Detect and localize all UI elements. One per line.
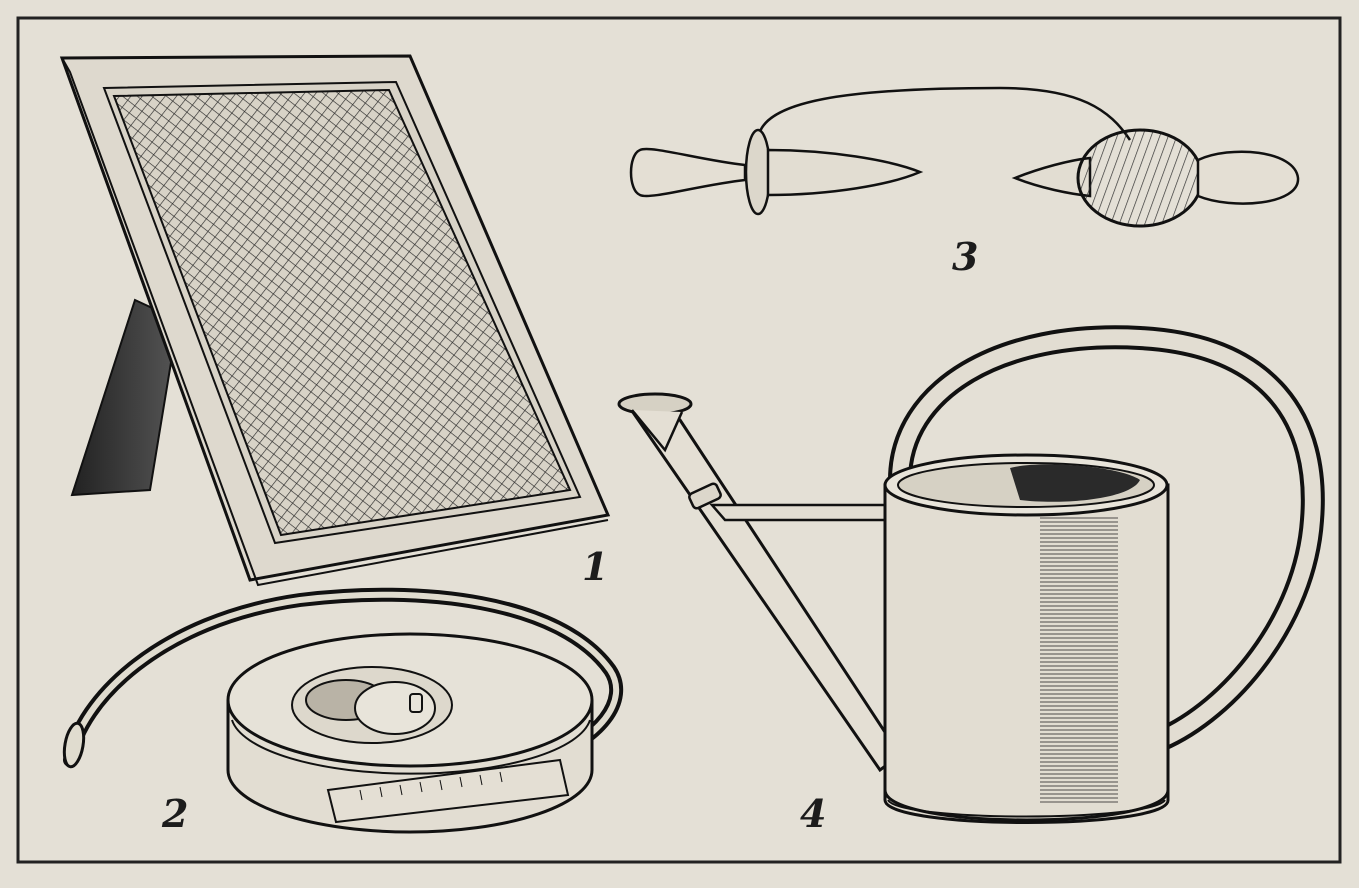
item-number-3: 3 bbox=[952, 234, 979, 279]
figure-border bbox=[16, 16, 1342, 864]
item-number-4: 4 bbox=[800, 791, 827, 836]
mesh-sieve-drawing bbox=[59, 54, 611, 587]
tape-measure-drawing bbox=[62, 587, 624, 834]
item-number-1: 1 bbox=[582, 544, 609, 589]
watering-can-drawing bbox=[617, 325, 1325, 824]
item-number-2: 2 bbox=[162, 791, 189, 836]
garden-line-pegs-drawing bbox=[629, 86, 1300, 228]
